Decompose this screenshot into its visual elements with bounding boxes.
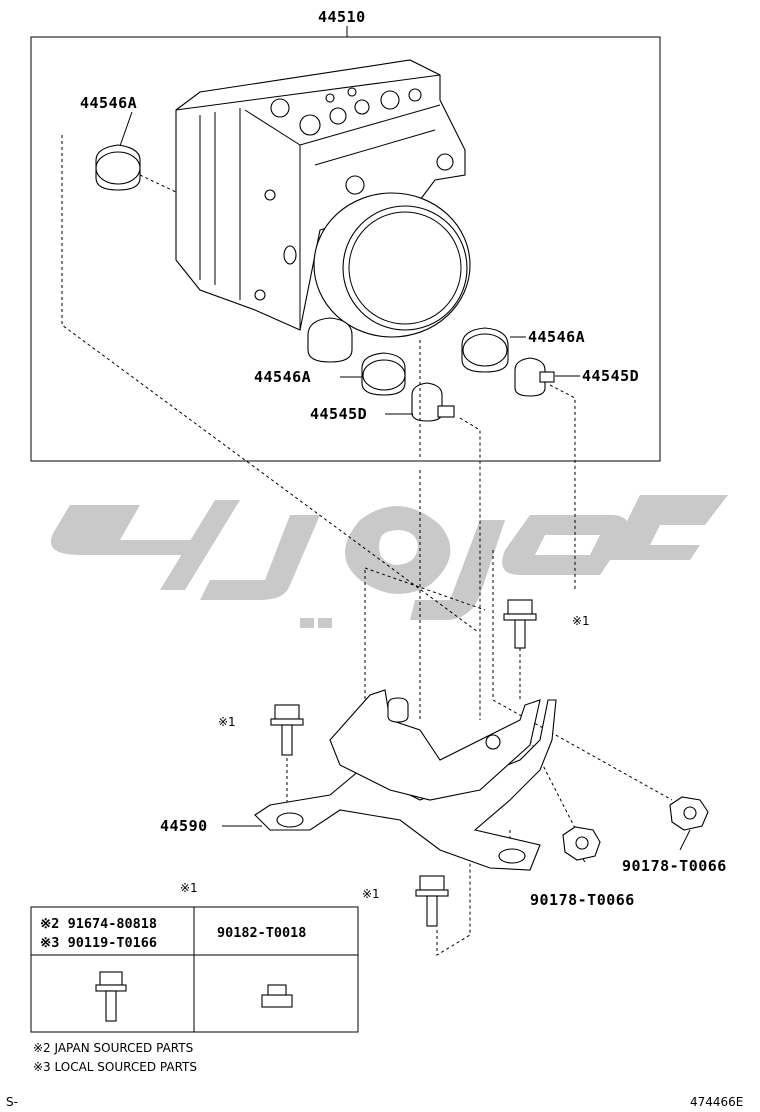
bolt-top (503, 599, 537, 649)
watermark-logo (50, 495, 728, 628)
note-japan-sourced: ※2 JAPAN SOURCED PARTS (33, 1041, 193, 1055)
cap-44546a-right (461, 327, 509, 373)
bolt-left (270, 704, 304, 756)
cap-44546a-upper (95, 144, 141, 191)
table-ref-mark: ※1 (180, 881, 198, 895)
bracket-44590 (254, 689, 557, 871)
label-44546a-upper: 44546A (80, 94, 137, 112)
label-90178-lower: 90178-T0066 (530, 891, 635, 909)
illustration-code: 474466E (690, 1095, 743, 1109)
label-44590: 44590 (160, 817, 208, 835)
abs-actuator (175, 59, 471, 338)
label-44545d-right: 44545D (582, 367, 639, 385)
assembly-frame (30, 36, 661, 462)
nut-lower (562, 826, 601, 861)
label-44546a-lower: 44546A (254, 368, 311, 386)
table-part-local: ※3 90119-T0166 (40, 935, 157, 951)
port-cap-bottom (307, 317, 353, 363)
label-44510: 44510 (318, 8, 366, 26)
stud-44545d-right (514, 357, 555, 397)
label-90178-right: 90178-T0066 (622, 857, 727, 875)
table-bolt-drawing (95, 971, 127, 1022)
label-44545d-left: 44545D (310, 405, 367, 423)
footer-left: S- (6, 1095, 18, 1109)
ref-bolt-top: ※1 (572, 614, 590, 628)
label-44546a-right: 44546A (528, 328, 585, 346)
ref-bolt-left: ※1 (218, 715, 236, 729)
ref-bolt-bottom: ※1 (362, 887, 380, 901)
reference-table: ※2 91674-80818 ※3 90119-T0166 90182-T001… (30, 906, 359, 1033)
nut-right (669, 796, 709, 831)
bolt-bottom (415, 875, 449, 927)
table-part-nut: 90182-T0018 (217, 925, 306, 941)
table-nut-drawing (261, 984, 293, 1008)
note-local-sourced: ※3 LOCAL SOURCED PARTS (33, 1060, 197, 1074)
cap-44546a-lower (361, 352, 406, 396)
table-part-japan: ※2 91674-80818 (40, 916, 157, 932)
stud-44545d-left (411, 382, 455, 422)
